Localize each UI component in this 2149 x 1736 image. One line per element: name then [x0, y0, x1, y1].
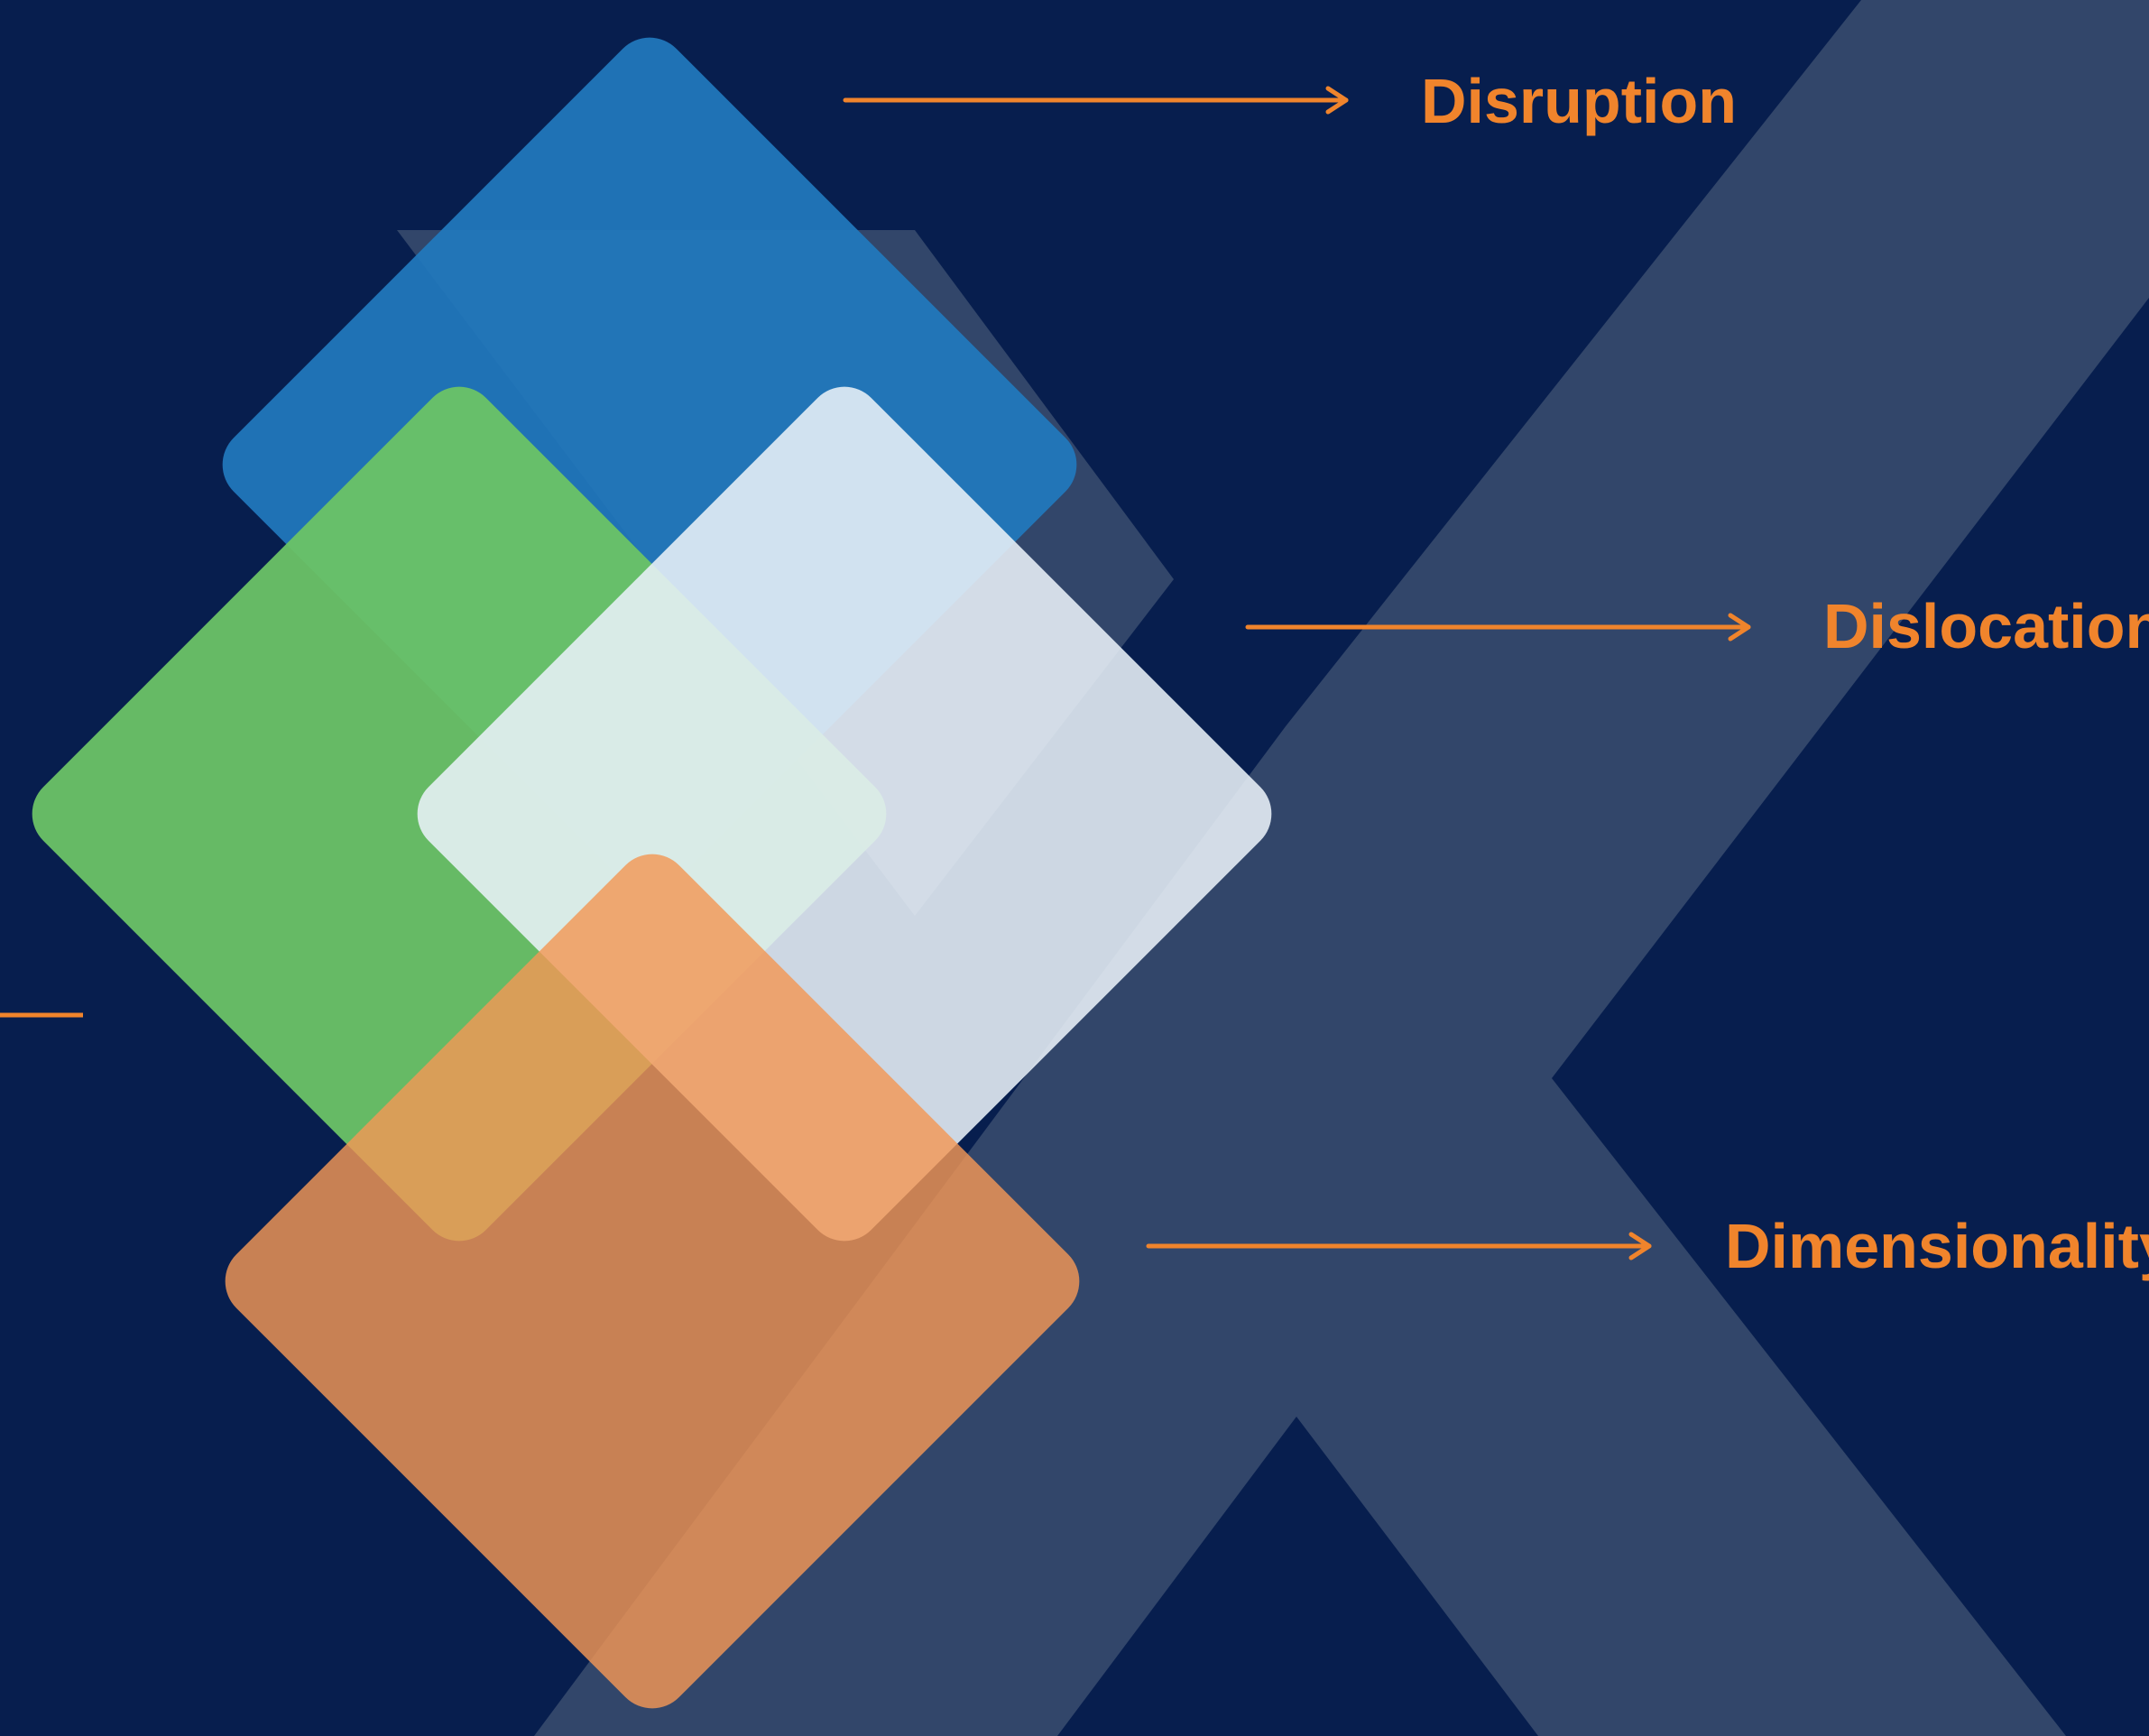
arrow-disruption — [843, 86, 1349, 115]
label-dimensionality: Dimensionality — [1725, 1211, 2149, 1281]
label-dislocation: Dislocation — [1823, 591, 2149, 661]
arrow-dislocation — [1245, 613, 1751, 642]
arrow-dimensionality — [1146, 1232, 1652, 1260]
label-disruption: Disruption — [1421, 66, 1737, 136]
diamond-orange — [225, 854, 1080, 1709]
